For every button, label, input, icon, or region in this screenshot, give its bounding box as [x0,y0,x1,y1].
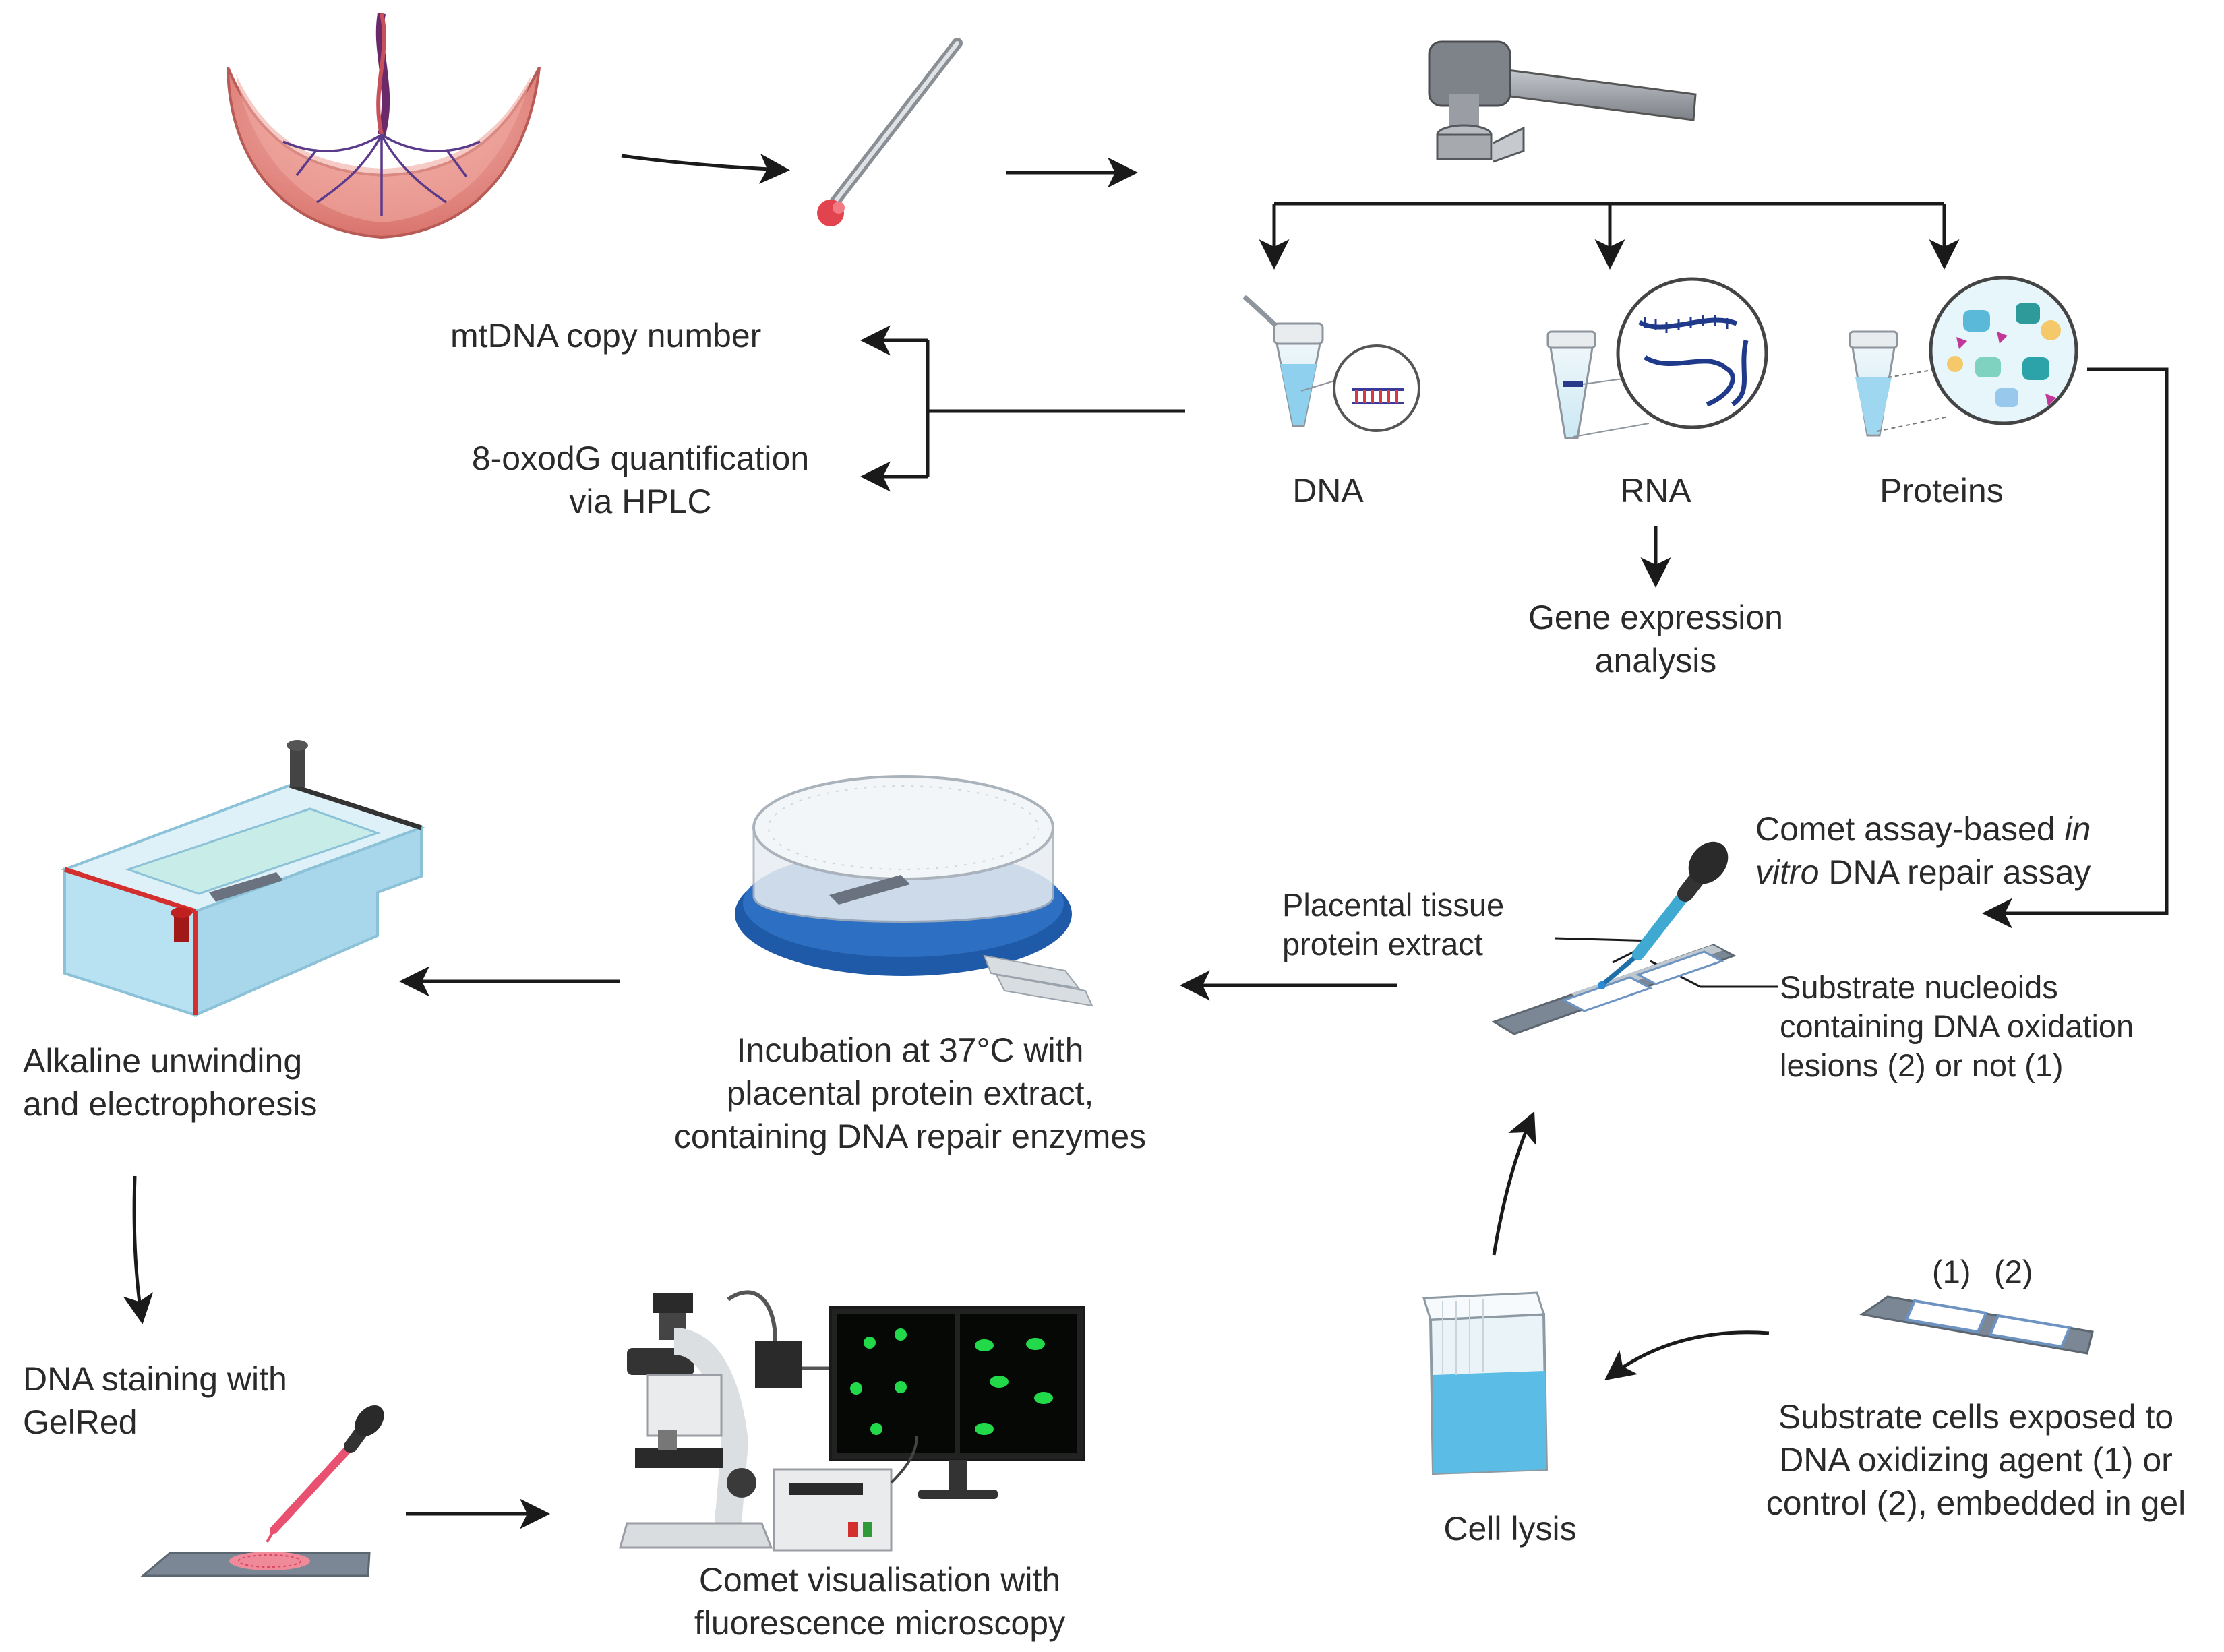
comet-assay-label: Comet assay-based in vitro DNA repair as… [1755,807,2091,894]
tissue-homogenizer-icon [1428,40,1697,163]
substrate-nucleoids-line-2: containing DNA oxidation [1780,1008,2134,1044]
substrate-nucleoids-line-1: Substrate nucleoids [1780,969,2058,1005]
protein-tube-icon [1849,276,2078,437]
comet-visualisation-label: Comet visualisation with fluorescence mi… [607,1558,1153,1645]
incubation-line-1: Incubation at 37°C with [736,1031,1084,1069]
power-supply-icon [773,1435,918,1552]
connector-proteins-to-assay [1982,367,2169,929]
substrate-cells-label: Substrate cells exposed to DNA oxidizing… [1730,1395,2222,1525]
alkaline-label: Alkaline unwinding and electrophoresis [23,1039,317,1126]
substrate-cells-line-3: control (2), embedded in gel [1766,1484,2186,1522]
comet-assay-line-1: Comet assay-based in [1755,807,2091,851]
incubation-line-2: placental protein extract, [726,1074,1094,1112]
staining-line-1: DNA staining with [23,1360,287,1398]
substrate-cells-line-1: Substrate cells exposed to [1778,1398,2174,1436]
pipette-slide-icon [1491,841,1737,1035]
oxodg-label: 8-oxodG quantification via HPLC [425,437,856,523]
cell-lysis-label: Cell lysis [1443,1510,1577,1548]
gene-expression-line-2: analysis [1594,642,1717,679]
substrate-nucleoids-label: Substrate nucleoids containing DNA oxida… [1780,968,2134,1085]
gel-slide-icon [1859,1295,2094,1355]
lysis-container-icon [1422,1291,1549,1475]
arrow-gel-to-lysis [1604,1330,1770,1381]
proteins-label: Proteins [1880,472,2004,510]
placenta-icon [227,13,541,239]
comet-assay-line-2: vitro DNA repair assay [1755,851,2091,894]
alkaline-line-1: Alkaline unwinding [23,1042,303,1080]
mtdna-copy-label: mtDNA copy number [450,317,762,355]
incubation-dish-icon [735,775,1093,1007]
arrow-tank-to-staining [123,1175,154,1324]
rna-tube-icon [1546,277,1768,439]
slide-label-2: (2) [1994,1254,2033,1289]
microscope-icon [619,1290,831,1549]
comet-assay-line-1-italic: in [2064,810,2091,848]
gene-expression-line-1: Gene expression [1528,599,1783,636]
slide-label-1: (1) [1932,1254,1971,1289]
placental-extract-line-2: protein extract [1282,926,1483,962]
gene-expression-label: Gene expression analysis [1460,596,1851,682]
rna-label: RNA [1620,472,1691,510]
placental-extract-label: Placental tissue protein extract [1282,886,1504,964]
dna-label: DNA [1292,472,1364,510]
comet-visualisation-line-2: fluorescence microscopy [694,1604,1066,1642]
substrate-nucleoids-line-3: lesions (2) or not (1) [1780,1047,2064,1083]
staining-line-2: GelRed [23,1403,138,1441]
placental-extract-line-1: Placental tissue [1282,887,1505,923]
comet-assay-line-1-text: Comet assay-based [1755,810,2065,848]
electrophoresis-tank-icon [60,740,426,1018]
oxodg-line-2: via HPLC [569,483,712,520]
arrow-placenta-to-tweezers [621,153,790,184]
staining-label: DNA staining with GelRed [23,1357,287,1444]
alkaline-line-2: and electrophoresis [23,1085,318,1123]
comet-visualisation-line-1: Comet visualisation with [698,1561,1061,1599]
substrate-cells-line-2: DNA oxidizing agent (1) or [1779,1441,2173,1479]
flow-arrows [123,153,2169,1529]
staining-slide-icon [140,1405,384,1577]
incubation-line-3: containing DNA repair enzymes [673,1118,1147,1155]
oxodg-line-1: 8-oxodG quantification [471,439,810,477]
comet-assay-line-2-italic: vitro [1755,853,1820,891]
tweezers-icon [817,38,963,226]
monitor-icon [829,1306,1085,1499]
comet-assay-line-2-text: DNA repair assay [1819,853,2091,891]
arrow-lysis-to-assay [1492,1111,1536,1256]
dna-tube-icon [1242,295,1420,432]
incubation-label: Incubation at 37°C with placental protei… [607,1029,1213,1158]
